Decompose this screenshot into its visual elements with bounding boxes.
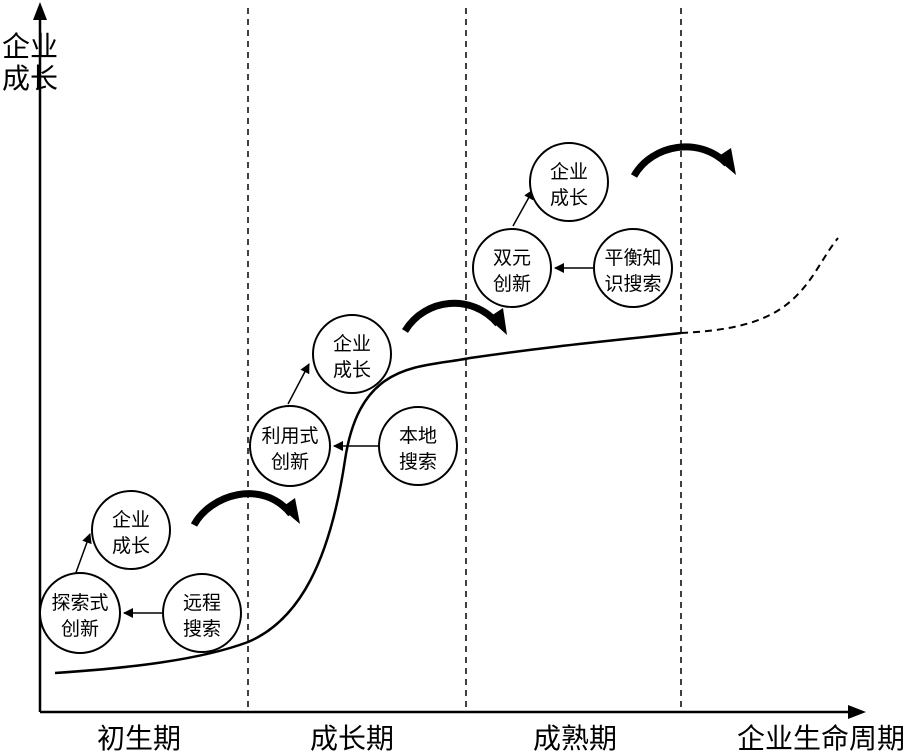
node-label: 创新 bbox=[493, 273, 531, 295]
node-label: 搜索 bbox=[183, 618, 221, 640]
phase-label-infancy: 初生期 bbox=[97, 722, 181, 753]
node-remote-search: 远程 搜索 bbox=[162, 573, 242, 653]
transition-arrow-2-head-icon bbox=[488, 308, 507, 335]
node-label: 创新 bbox=[271, 451, 309, 473]
growth-curve bbox=[54, 331, 682, 675]
node-local-search: 本地 搜索 bbox=[378, 406, 458, 486]
node-label: 创新 bbox=[61, 618, 99, 640]
arrow-innovation2-to-growth2 bbox=[287, 363, 310, 405]
transition-arrow-3-icon bbox=[630, 143, 730, 178]
y-axis-title-line-1: 企业 bbox=[2, 30, 58, 63]
node-growth-2: 企业 成长 bbox=[312, 314, 392, 394]
x-axis-arrow-icon bbox=[848, 705, 866, 719]
growth-curve-projection bbox=[680, 237, 839, 334]
transition-arrow-3-head-icon bbox=[716, 148, 736, 175]
phase-label-maturity: 成熟期 bbox=[533, 722, 617, 753]
y-axis-arrow-icon bbox=[33, 2, 47, 20]
node-growth-1: 企业 成长 bbox=[91, 490, 171, 570]
node-label: 搜索 bbox=[399, 451, 437, 473]
node-label: 企业 bbox=[550, 161, 588, 183]
node-balanced-knowledge-search: 平衡知 识搜索 bbox=[593, 228, 673, 308]
node-ambidextrous-innovation: 双元 创新 bbox=[472, 228, 552, 308]
node-label: 企业 bbox=[333, 333, 371, 355]
node-label: 企业 bbox=[112, 509, 150, 531]
node-label: 平衡知 bbox=[604, 247, 661, 269]
transition-arrow-1-head-icon bbox=[281, 498, 300, 524]
arrow-innovation3-to-growth3 bbox=[512, 189, 534, 227]
node-label: 成长 bbox=[550, 187, 588, 209]
arrow-innovation1-to-growth1 bbox=[73, 533, 92, 579]
node-label: 本地 bbox=[399, 425, 437, 447]
node-exploratory-innovation: 探索式 创新 bbox=[39, 572, 121, 654]
node-growth-3: 企业 成长 bbox=[529, 142, 609, 222]
node-label: 识搜索 bbox=[604, 273, 661, 295]
y-axis-title-line-2: 成长 bbox=[2, 62, 58, 95]
transition-arrow-1-icon bbox=[190, 490, 294, 527]
node-label: 探索式 bbox=[51, 592, 108, 614]
x-axis-title: 企业生命周期 bbox=[737, 722, 905, 753]
node-exploitative-innovation: 利用式 创新 bbox=[249, 405, 331, 487]
node-label: 成长 bbox=[112, 535, 150, 557]
phase-label-growth: 成长期 bbox=[310, 722, 394, 753]
node-label: 成长 bbox=[333, 359, 371, 381]
transition-arrow-2-icon bbox=[402, 299, 501, 333]
node-label: 双元 bbox=[493, 247, 531, 269]
node-label: 远程 bbox=[183, 592, 221, 614]
node-label: 利用式 bbox=[261, 425, 318, 447]
